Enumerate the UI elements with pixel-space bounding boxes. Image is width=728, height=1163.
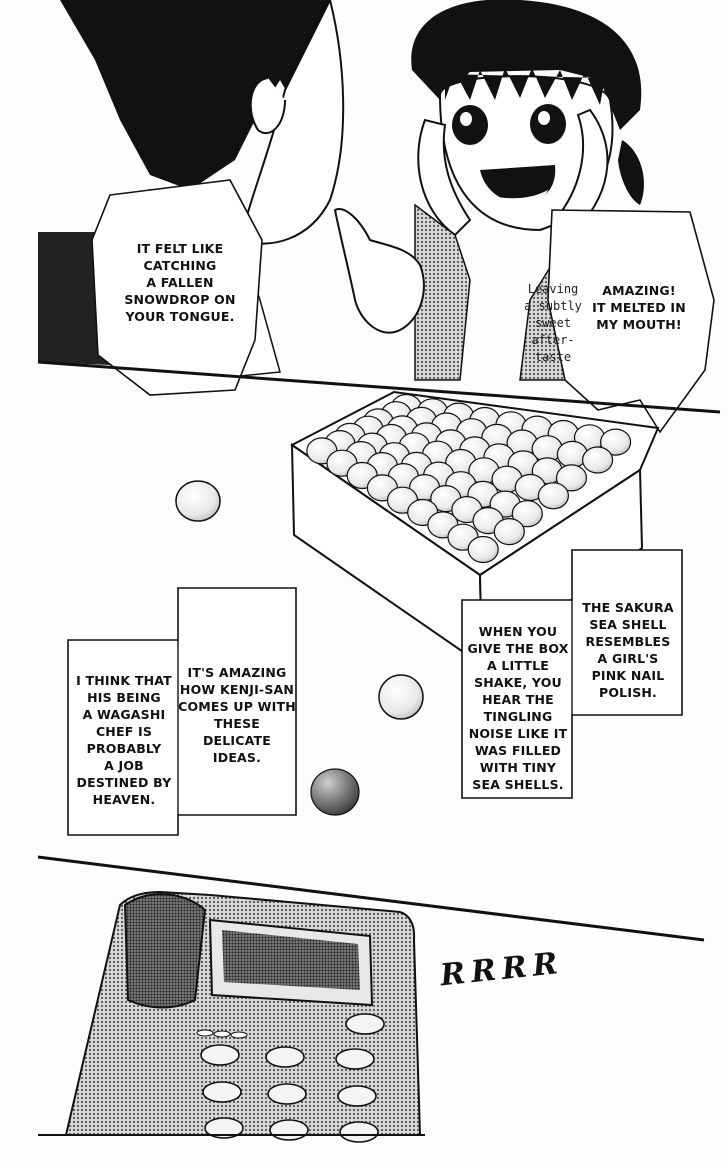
speech-bubble-left [91,179,263,396]
telephone-key [200,1044,240,1066]
panel-bottom [38,890,425,1143]
telephone-key [265,1046,305,1068]
girl-eye-left [452,105,488,145]
pointing-hand [333,208,425,334]
box-candy [581,446,614,474]
girl-mouth [480,165,556,204]
telephone-keypad [200,1013,385,1143]
girl-eye-right [530,104,566,144]
box-candy [493,517,525,546]
telephone-key [335,1048,375,1070]
speech-bubble-right-text: AMAZING! IT MELTED IN MY MOUTH! [592,283,686,332]
box-candy [599,428,632,456]
loose-candy-shadowed [310,768,360,816]
telephone-handset [123,893,207,1009]
box-candy [467,535,499,564]
man-hair [60,0,330,190]
narration-left-inner-text: IT'S AMAZING HOW KENJI-SAN COMES UP WITH… [178,665,296,765]
box-candy [555,464,588,492]
girl-braid [618,140,644,205]
narration-right-outer-text: THE SAKURA SEA SHELL RESEMBLES A GIRL'S … [582,600,674,700]
telephone-key [269,1119,309,1141]
telephone-key [204,1117,244,1139]
narration-box-left [67,587,297,836]
panel-middle [37,390,705,942]
panel-divider-bottom [37,855,705,942]
box-candy [537,482,570,510]
box-candies [306,393,632,564]
speech-bubble-left-text: IT FELT LIKE CATCHING A FALLEN SNOWDROP … [124,241,236,324]
telephone-key [202,1081,242,1103]
girl-hand-left [417,118,472,237]
telephone-key [345,1013,385,1035]
girl-bangs [445,68,605,105]
telephone-key [339,1121,379,1143]
man-face [238,0,345,245]
girl-hair [411,0,642,130]
narration-left-outer-text: I THINK THAT HIS BEING A WAGASHI CHEF IS… [76,673,172,807]
aside-handwritten-text: Leaving a subtly sweet after- taste [524,282,582,364]
girl-vest [414,203,471,381]
narration-right-inner-text: WHEN YOU GIVE THE BOX A LITTLE SHAKE, YO… [467,624,569,792]
box-candy [511,500,543,528]
man-ear [249,77,286,135]
loose-candy [175,480,221,522]
telephone-key [267,1083,307,1105]
speech-bubble-right [547,209,715,434]
telephone-key [337,1085,377,1107]
panel-divider-top [37,360,721,414]
loose-candy [378,674,424,720]
panel-top [37,0,721,434]
